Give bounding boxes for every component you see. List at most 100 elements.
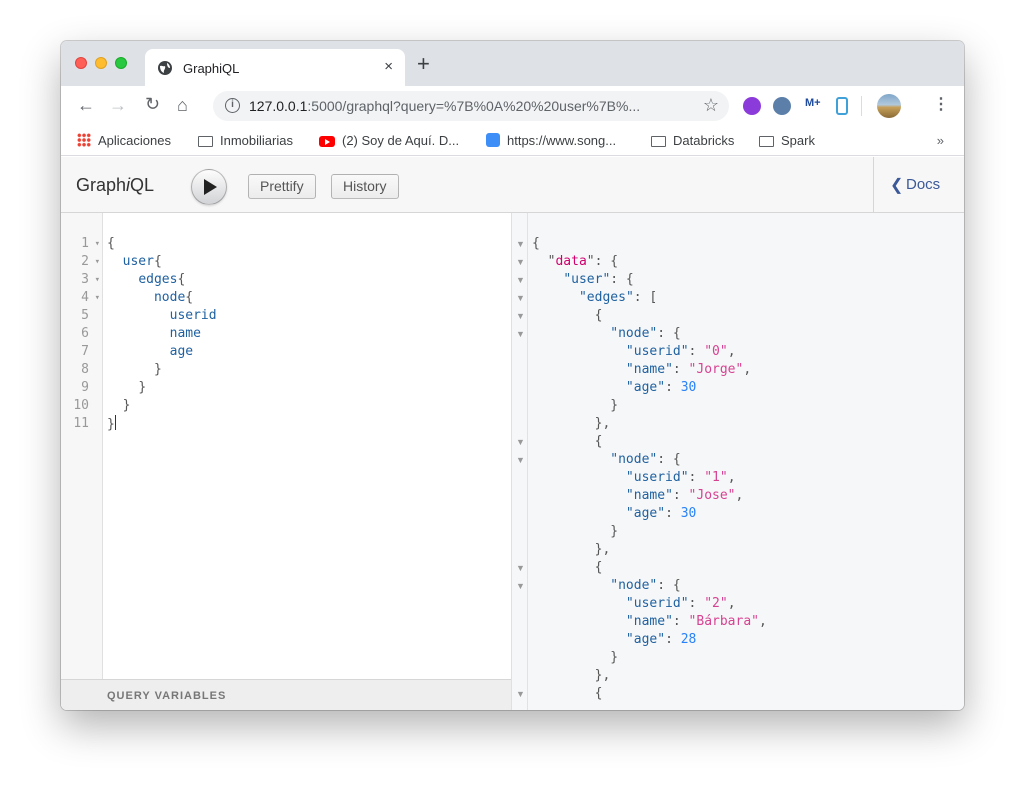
result-line: { (532, 434, 603, 449)
fold-arrow-icon[interactable]: ▼ (516, 275, 525, 285)
result-line: { (532, 560, 603, 575)
graphiql-logo: GraphiQL (76, 175, 154, 196)
line-number-row: 6 (61, 325, 103, 343)
fold-arrow-icon[interactable]: ▼ (516, 581, 525, 591)
minimize-window-button[interactable] (95, 57, 107, 69)
back-arrow-icon[interactable]: ← (77, 95, 95, 115)
info-icon[interactable]: i (225, 98, 240, 113)
key-age: "age" (625, 632, 666, 647)
close-window-button[interactable] (75, 57, 87, 69)
brace-open: { (107, 236, 115, 251)
key-text: age (633, 380, 658, 395)
key-text: user (571, 272, 603, 287)
fold-arrow-icon[interactable]: ▼ (516, 563, 525, 573)
line-number: 5 (81, 308, 89, 323)
result-line: "name": "Jose", (625, 488, 744, 503)
fold-arrow-icon[interactable]: ▼ (516, 437, 525, 447)
tab-strip: GraphiQL × + (61, 41, 964, 86)
result-line: "node": { (610, 326, 681, 341)
fold-arrow-icon[interactable]: ▾ (94, 275, 100, 285)
fold-arrow-icon[interactable]: ▼ (516, 311, 525, 321)
query-line: } (107, 415, 217, 433)
key-text: node (618, 578, 650, 593)
bookmark-label: Inmobiliarias (220, 133, 293, 148)
result-line: }, (532, 542, 611, 557)
fold-arrow-icon[interactable]: ▼ (516, 329, 525, 339)
execute-query-button[interactable] (191, 169, 227, 205)
result-viewer[interactable]: ▼ ▼ ▼ ▼ ▼ ▼ ▼ ▼ ▼ ▼ ▼ { "data": { "user"… (512, 213, 964, 710)
tab-close-icon[interactable]: × (384, 58, 393, 75)
result-json: { "data": { "user": { "edges": [ { "node… (532, 235, 767, 703)
bookmark-youtube[interactable]: (2) Soy de Aquí. D... (319, 133, 459, 148)
folder-icon (651, 136, 666, 147)
brace-open: { (177, 272, 186, 287)
brace-close: } (153, 362, 162, 377)
bookmark-databricks[interactable]: Databricks (651, 133, 734, 148)
result-line: "name": "Bárbara", (625, 614, 767, 629)
fold-arrow-icon[interactable]: ▾ (94, 293, 100, 303)
bookmark-label: (2) Soy de Aquí. D... (342, 133, 460, 148)
fold-arrow-icon[interactable]: ▾ (94, 257, 100, 267)
query-line: } (107, 361, 217, 379)
brace-close: } (122, 398, 131, 413)
extension-opera-icon[interactable] (773, 97, 791, 115)
query-variables-label: QUERY VARIABLES (107, 690, 227, 702)
result-line: { (532, 686, 603, 701)
profile-avatar[interactable] (877, 94, 901, 118)
field-age: age (169, 344, 194, 359)
query-line: node{ (107, 289, 217, 307)
kebab-menu-icon[interactable]: ⋮ (933, 96, 949, 113)
maximize-window-button[interactable] (115, 57, 127, 69)
new-tab-button[interactable]: + (417, 51, 430, 76)
bookmark-aplicaciones[interactable]: Aplicaciones (77, 133, 171, 148)
home-icon[interactable]: ⌂ (177, 95, 188, 115)
fold-arrow-icon[interactable]: ▾ (94, 239, 100, 249)
bookmark-song[interactable]: https://www.song... (486, 133, 616, 148)
query-line: edges{ (107, 271, 217, 289)
bookmark-label: Spark (781, 133, 815, 148)
bookmark-spark[interactable]: Spark (759, 133, 815, 148)
extension-phone-icon[interactable] (836, 97, 848, 115)
prettify-button[interactable]: Prettify (248, 174, 316, 199)
result-line: { (532, 236, 540, 251)
tab-title: GraphiQL (183, 61, 240, 76)
fold-arrow-icon[interactable]: ▼ (516, 293, 525, 303)
key-text: edges (586, 290, 626, 305)
line-number: 11 (73, 416, 89, 431)
extension-purple-icon[interactable] (743, 97, 761, 115)
star-icon[interactable]: ☆ (702, 95, 719, 115)
value-name: "Jorge" (688, 362, 744, 377)
line-number: 4 (81, 290, 89, 305)
value-userid: "2" (704, 596, 728, 611)
key-userid: "userid" (625, 344, 689, 359)
docs-button[interactable]: ❮ Docs (873, 157, 964, 212)
key-name: "name" (625, 362, 673, 377)
bookmark-label: Aplicaciones (98, 133, 171, 148)
reload-icon[interactable]: ↻ (145, 94, 161, 114)
result-line: "data": { (532, 254, 619, 269)
query-variables-bar[interactable]: QUERY VARIABLES (61, 679, 511, 710)
result-line: "userid": "1", (625, 470, 736, 485)
query-line: } (107, 379, 217, 397)
fold-arrow-icon[interactable]: ▼ (516, 239, 525, 249)
tab-graphiql[interactable]: GraphiQL × (145, 49, 405, 86)
line-number-row: 5 (61, 307, 103, 325)
history-button[interactable]: History (331, 174, 399, 199)
query-text[interactable]: { user{ edges{ node{ userid name age } }… (107, 235, 217, 433)
result-line: "edges": [ (578, 290, 658, 305)
bookmark-inmobiliarias[interactable]: Inmobiliarias (198, 133, 293, 148)
chevron-left-icon: ❮ (890, 177, 904, 194)
value-name: "Bárbara" (688, 614, 759, 629)
fold-arrow-icon[interactable]: ▼ (516, 257, 525, 267)
address-bar[interactable]: i 127.0.0.1:5000/graphql?query=%7B%0A%20… (213, 91, 729, 121)
logo-part: Graph (76, 175, 127, 195)
bookmarks-overflow-icon[interactable]: » (936, 133, 944, 148)
fold-arrow-icon[interactable]: ▼ (516, 455, 525, 465)
forward-arrow-icon[interactable]: → (109, 95, 127, 115)
brace-close: } (107, 417, 115, 432)
extension-movistar-icon[interactable]: M+ (805, 97, 821, 109)
fold-arrow-icon[interactable]: ▼ (516, 689, 525, 699)
key-text: userid (633, 596, 681, 611)
url-text[interactable]: 127.0.0.1:5000/graphql?query=%7B%0A%20%2… (249, 98, 640, 114)
